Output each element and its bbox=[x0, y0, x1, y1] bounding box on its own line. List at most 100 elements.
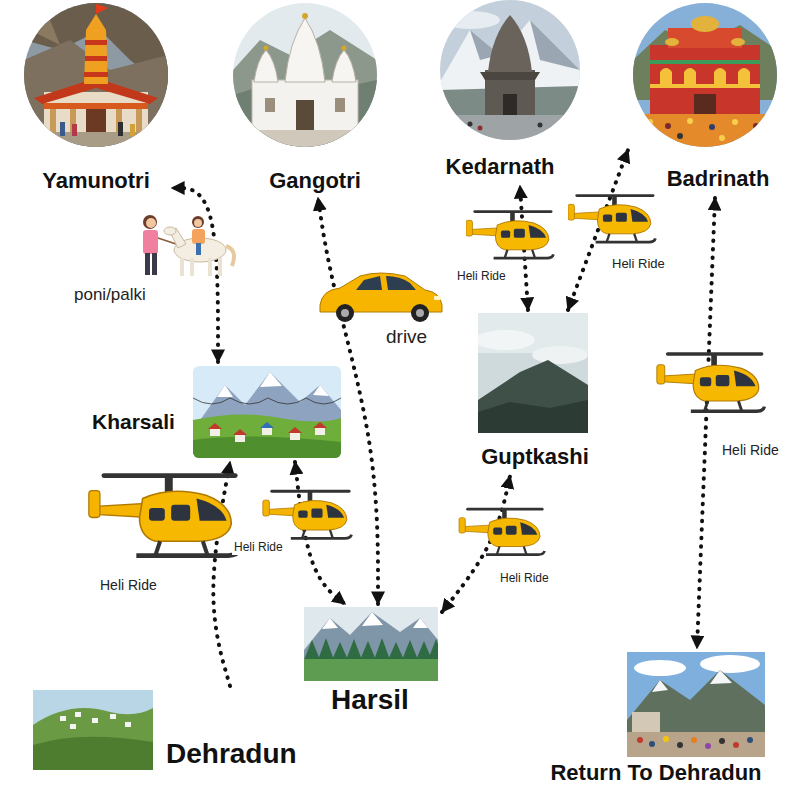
temple-photo-part bbox=[84, 14, 108, 84]
village-photo-part bbox=[290, 432, 300, 440]
village-photo-part bbox=[217, 372, 329, 397]
temple-photo-part bbox=[478, 126, 483, 131]
temple-photo-part bbox=[753, 123, 759, 129]
temple-photo-part bbox=[665, 123, 671, 129]
route-label: Heli Ride bbox=[98, 577, 159, 593]
temple-photo-part bbox=[684, 68, 696, 84]
temple-photo-part bbox=[480, 72, 540, 80]
pony-icon-part bbox=[218, 258, 222, 276]
temple-photo-part bbox=[254, 50, 278, 82]
temple-photo-part bbox=[252, 80, 358, 132]
village-photo-part bbox=[193, 398, 341, 404]
temple-photo-part bbox=[233, 3, 377, 147]
car-icon-part bbox=[386, 276, 416, 290]
temple-photo-part bbox=[118, 122, 123, 136]
mountain-photo bbox=[478, 313, 588, 433]
temple-photo-part bbox=[72, 124, 77, 136]
place-node: Guptkashi bbox=[470, 310, 596, 476]
place-node: Return To Dehradun bbox=[528, 648, 784, 788]
place-name: Badrinath bbox=[667, 166, 770, 191]
place-name: Guptkashi bbox=[481, 444, 589, 469]
route-label: Heli Ride bbox=[232, 541, 285, 555]
valley-photo bbox=[33, 690, 153, 770]
place-node: Badrinath bbox=[628, 2, 784, 198]
mountain-photo-part bbox=[705, 743, 711, 749]
temple-photo-part bbox=[660, 68, 672, 84]
temple-photo-part bbox=[650, 60, 760, 64]
car-icon-part bbox=[336, 304, 354, 322]
mountain-photo bbox=[304, 607, 438, 681]
pony-icon-part bbox=[194, 219, 202, 227]
village-photo-part bbox=[210, 428, 220, 436]
car-icon-part bbox=[356, 276, 382, 290]
mountain-photo-part bbox=[719, 738, 725, 744]
temple-photo-part bbox=[60, 122, 65, 136]
temple-photo bbox=[633, 3, 777, 147]
temple-photo-part bbox=[96, 4, 108, 14]
pony-icon-part bbox=[143, 230, 158, 254]
village-photo-part bbox=[313, 422, 327, 428]
place-node: Harsil bbox=[300, 604, 442, 722]
place-name: Kharsali bbox=[92, 410, 175, 434]
temple-photo-part bbox=[440, 115, 580, 140]
pony-icon-part bbox=[208, 258, 212, 276]
temple-photo-part bbox=[264, 46, 269, 51]
temple-photo bbox=[24, 3, 168, 147]
temple-photo-part bbox=[44, 103, 148, 109]
temple-photo-part bbox=[24, 132, 168, 147]
valley-photo-part bbox=[33, 690, 153, 770]
car-icon-part bbox=[341, 309, 349, 317]
temple-photo-part bbox=[719, 135, 725, 141]
mountain-photo-part bbox=[627, 732, 765, 757]
mountain-photo-part bbox=[747, 737, 753, 743]
village-photo-part bbox=[262, 427, 272, 435]
temple-photo-part bbox=[538, 123, 543, 128]
helicopter-icon bbox=[459, 508, 545, 555]
mountain-photo-part bbox=[322, 612, 428, 629]
dotted-route bbox=[213, 462, 230, 686]
route-label: Heli Ride bbox=[720, 442, 781, 458]
car-icon-part bbox=[434, 296, 441, 300]
valley-photo-part bbox=[125, 722, 131, 727]
valley-photo-part bbox=[110, 714, 116, 719]
valley-photo-part bbox=[60, 716, 66, 721]
temple-photo-part bbox=[342, 46, 347, 51]
village-photo-part bbox=[193, 372, 341, 440]
village-photo-part bbox=[235, 434, 245, 442]
temple-photo-part bbox=[265, 98, 275, 112]
helicopter-icon bbox=[657, 352, 765, 411]
mountain-photo bbox=[627, 652, 765, 757]
temple-photo-part bbox=[647, 119, 653, 125]
village-photo-part bbox=[193, 414, 341, 458]
temple-photo-part bbox=[731, 38, 745, 46]
valley-photo-part bbox=[33, 708, 153, 770]
route-label: Heli Ride bbox=[498, 572, 551, 586]
mountain-photo-part bbox=[663, 736, 669, 742]
temple-photo-part bbox=[24, 40, 168, 147]
place-node: Kharsali bbox=[88, 362, 344, 462]
temple-photo-part bbox=[233, 130, 377, 147]
helicopter-icon bbox=[466, 210, 553, 258]
mountain-photo-part bbox=[634, 660, 686, 676]
route-label: drive bbox=[384, 326, 429, 348]
village-photo bbox=[193, 366, 341, 458]
dotted-route bbox=[697, 198, 715, 648]
mountain-photo-part bbox=[637, 737, 643, 743]
pony-icon-part bbox=[180, 258, 184, 276]
pony-icon-part bbox=[190, 258, 194, 276]
route-label: Heli Ride bbox=[455, 270, 508, 284]
temple-photo-part bbox=[738, 68, 750, 84]
helicopter-icon bbox=[89, 473, 239, 555]
pony-icon-part bbox=[164, 227, 176, 235]
temple-photo-part bbox=[233, 80, 377, 147]
temple-photo-part bbox=[296, 100, 314, 132]
mountain-photo-part bbox=[733, 742, 739, 748]
place-node: Gangotri bbox=[228, 2, 384, 198]
pony-icon-part bbox=[146, 218, 156, 228]
temple-photo-part bbox=[130, 124, 135, 136]
place-name: Return To Dehradun bbox=[550, 760, 761, 785]
place-name: Harsil bbox=[331, 684, 409, 716]
temple-photo-part bbox=[30, 20, 60, 45]
pony-icon-part bbox=[196, 243, 201, 255]
route-label: Heli Ride bbox=[610, 257, 667, 272]
